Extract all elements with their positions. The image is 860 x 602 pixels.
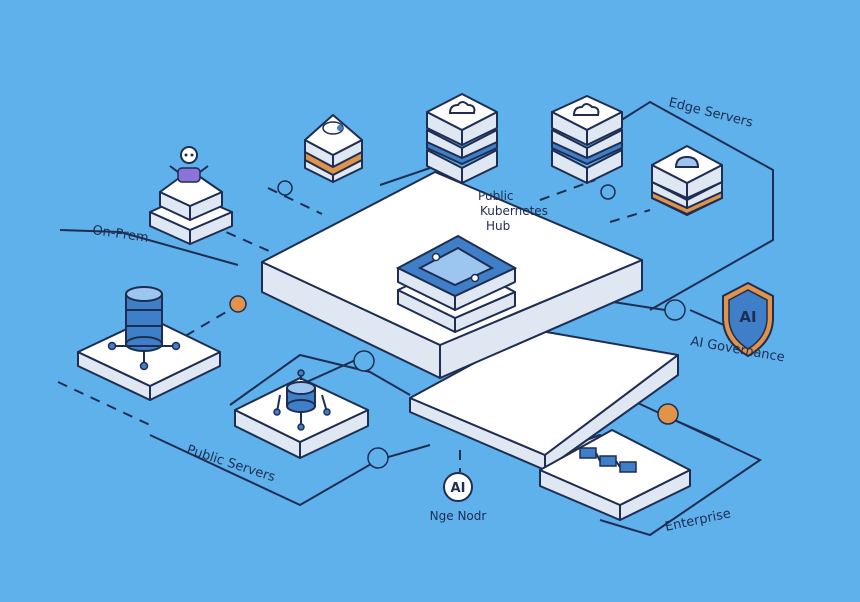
edge-servers-label: Edge Servers bbox=[667, 95, 755, 130]
settings-icon bbox=[277, 180, 293, 196]
secure-service-node[interactable] bbox=[304, 114, 363, 183]
public-servers-boundary bbox=[149, 434, 431, 507]
core-node-dot-2 bbox=[470, 273, 480, 283]
cloud-server-stack[interactable] bbox=[426, 93, 498, 184]
server-icon bbox=[367, 447, 389, 469]
connectors bbox=[57, 100, 774, 537]
robot-icon bbox=[169, 146, 209, 183]
public-servers-label: Public Servers bbox=[185, 443, 277, 486]
edge-server-stack[interactable] bbox=[551, 95, 623, 184]
public-server-node[interactable] bbox=[234, 369, 369, 459]
enterprise-node[interactable] bbox=[539, 429, 691, 521]
icon-to-hub-line bbox=[267, 187, 323, 215]
small-icons bbox=[229, 180, 686, 469]
ent-plate-top bbox=[539, 429, 691, 506]
edge-dash-line-2 bbox=[609, 209, 651, 223]
robot-node[interactable] bbox=[149, 146, 233, 245]
service-to-hub-line bbox=[299, 357, 361, 386]
enterprise-label: Enterprise bbox=[664, 506, 733, 535]
public-servers-link bbox=[229, 353, 411, 406]
database-icon bbox=[107, 286, 181, 371]
svc-box-top bbox=[304, 114, 363, 156]
db-to-hub-line bbox=[169, 304, 239, 346]
cloud-blue-band bbox=[426, 140, 498, 166]
hub-label: Public Kubernetes Hub bbox=[478, 189, 552, 233]
robot-to-hub-line bbox=[209, 224, 286, 259]
edge-blue-band bbox=[551, 140, 623, 166]
link-icon bbox=[353, 350, 375, 372]
cloud-to-hub-line bbox=[379, 167, 431, 186]
node-caption: Nge Nodr bbox=[430, 509, 487, 523]
edge-layer-3b bbox=[586, 149, 623, 184]
pipeline-icon bbox=[579, 447, 637, 473]
cloud-layer-3b bbox=[461, 149, 498, 184]
alert-icon bbox=[657, 403, 679, 425]
shield-text: AI bbox=[739, 308, 756, 326]
network-icon bbox=[273, 369, 331, 431]
database-node[interactable] bbox=[77, 286, 221, 401]
core-node-dot bbox=[431, 252, 441, 262]
node-badge-text: AI bbox=[451, 481, 466, 496]
edge2-orange-band bbox=[651, 190, 723, 216]
shield-icon[interactable]: AI bbox=[722, 281, 774, 358]
edge-layer-1b bbox=[586, 111, 623, 146]
edge-dash-line bbox=[539, 179, 596, 201]
monitor-icon bbox=[664, 299, 686, 321]
hub-lower-side-right bbox=[544, 354, 679, 471]
gear-icon bbox=[229, 295, 247, 313]
enterprise-icon-line bbox=[669, 417, 721, 441]
kubernetes-hub[interactable]: Public Kubernetes Hub bbox=[261, 171, 679, 471]
edge2-cloud-icon bbox=[674, 155, 700, 168]
edge-cloud-icon bbox=[572, 103, 600, 116]
on-prem-label: On-Prem bbox=[91, 223, 149, 246]
cloud-shield-icon bbox=[322, 121, 344, 135]
edge-servers-boundary bbox=[589, 100, 774, 311]
edge-server-stack-2[interactable] bbox=[651, 145, 723, 216]
svc-box-band bbox=[304, 150, 363, 177]
refresh-icon bbox=[600, 184, 616, 200]
cloud-icon bbox=[448, 101, 476, 114]
ai-node-badge[interactable]: AI bbox=[443, 472, 473, 502]
on-prem-boundary bbox=[59, 229, 239, 266]
